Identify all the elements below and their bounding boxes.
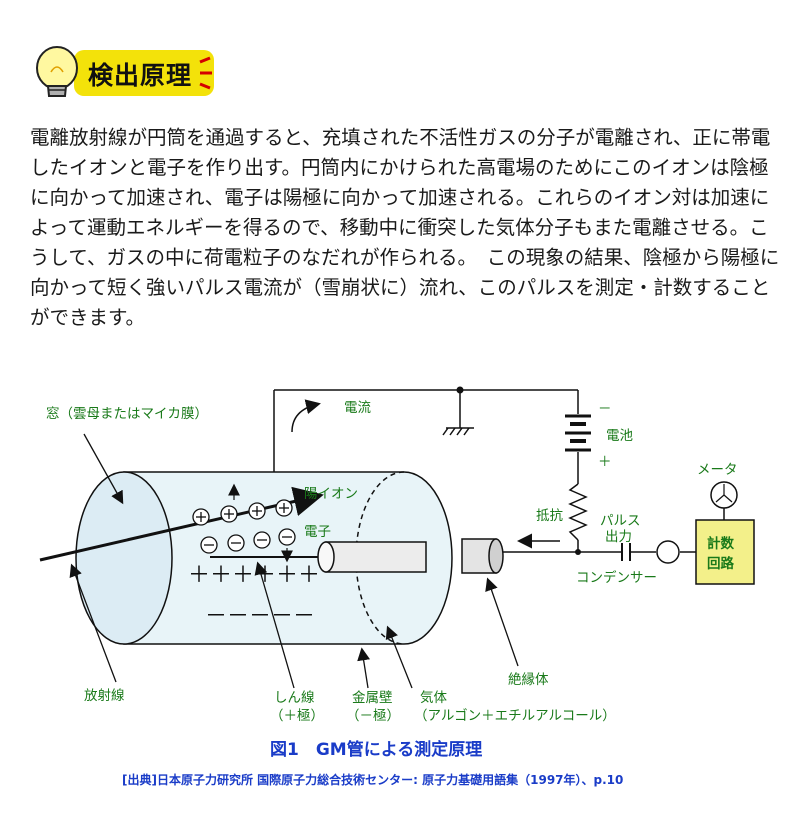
wall-pointer (357, 647, 371, 689)
battery-label: 電池 (606, 428, 633, 444)
electron-label: 電子 (304, 524, 331, 540)
electron-signs (204, 536, 292, 546)
wire-label: しん線 (274, 690, 315, 706)
positive-ions (192, 499, 293, 526)
wall-label: 金属壁 (352, 690, 393, 706)
wire-label: （＋極） (270, 708, 324, 724)
anode-wire (210, 541, 427, 573)
cathode-negative-charges: －－－－－ (205, 604, 315, 629)
gm-tube-diagram: － ＋ 電池 抵抗 コンデンサー パルス 出力 メータ 計数 回路 電流 (39, 386, 755, 787)
gas-label: 気体 (420, 690, 447, 706)
battery-plus-sign: ＋ (598, 454, 612, 470)
insulator-pointer (485, 577, 519, 667)
pulse-output-label: パルス (600, 513, 641, 529)
junction-dot (575, 549, 581, 555)
resistor-label: 抵抗 (536, 508, 564, 524)
radiation-label: 放射線 (84, 688, 125, 704)
body-paragraph: 電離放射線が円筒を通過すると、充填された不活性ガスの分子が電離され、正に帯電した… (30, 126, 780, 329)
window-pointer (83, 433, 124, 505)
cathode-positive-charges: ＋＋＋＋＋＋ (188, 563, 320, 588)
header-banner (74, 50, 214, 96)
wire-pointer (254, 561, 295, 689)
resistor-icon (568, 483, 588, 541)
gas-label: （アルゴン＋エチルアルコール） (414, 707, 616, 724)
battery-icon (565, 414, 591, 452)
counter-label: 回路 (707, 555, 735, 572)
counter-label: 計数 (707, 535, 735, 552)
positive-ion-signs (196, 503, 289, 522)
wall-label: （－極） (346, 708, 400, 724)
output-terminal (656, 540, 680, 564)
meter-icon (710, 481, 738, 509)
pulse-output-label: 出力 (605, 529, 632, 545)
counter-circuit-box (695, 519, 755, 585)
figure-caption: 図1 GM管による測定原理 (270, 739, 482, 760)
window-label: 窓（雲母またはマイカ膜） (46, 405, 208, 422)
lightbulb-icon (36, 46, 212, 97)
section-title: 検出原理 (88, 61, 193, 90)
ground-icon (442, 427, 474, 436)
radiation-ray (39, 486, 324, 562)
insulator (461, 538, 504, 574)
current-label: 電流 (344, 400, 371, 416)
positive-ion-label: 陽イオン (304, 486, 358, 502)
section-header: 検出原理 (30, 42, 216, 100)
insulator-label: 絶縁体 (508, 672, 549, 688)
current-arrow (291, 399, 321, 433)
meter-label: メータ (697, 462, 738, 478)
capacitor-label: コンデンサー (576, 569, 657, 586)
capacitor-icon (621, 543, 631, 561)
battery-minus-sign: － (598, 401, 612, 417)
junction-dot (456, 386, 464, 394)
radiation-pointer (69, 563, 117, 683)
gas-pointer (385, 625, 413, 689)
figure-source: [出典]日本原子力研究所 国際原子力総合技術センター: 原子力基礎用語集（199… (122, 772, 623, 787)
